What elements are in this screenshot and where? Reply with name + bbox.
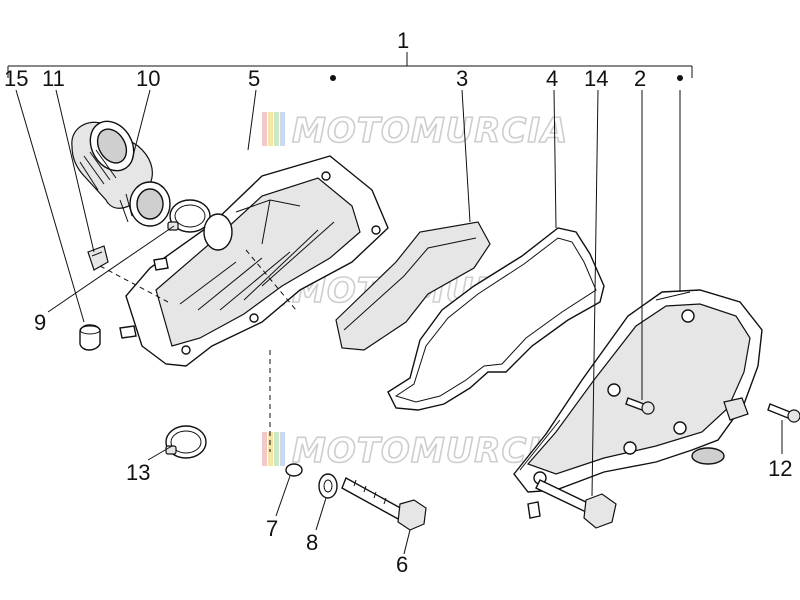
watermark-text: MOTOMURCIA <box>292 111 568 151</box>
hose-clamp-lower <box>165 425 207 459</box>
hex-bolt <box>341 477 427 531</box>
housing-gasket <box>387 227 605 411</box>
assembly-dot-left <box>330 75 336 81</box>
watermark-stripe-1 <box>262 432 267 466</box>
watermark-stripe-1 <box>262 112 267 146</box>
flat-washer <box>318 473 338 499</box>
intake-hose <box>71 120 171 227</box>
screw-right <box>767 403 800 423</box>
callout-14: 14 <box>584 66 608 91</box>
callout-7: 7 <box>266 516 278 541</box>
watermark-stripe-4 <box>280 112 285 146</box>
filter-housing <box>119 155 389 367</box>
watermark-stripe-4 <box>280 432 285 466</box>
housing-cover <box>513 289 763 493</box>
callout-labels: 1 2 3 4 5 6 7 8 9 10 11 12 13 14 15 <box>4 28 792 577</box>
hose-clamp-upper <box>167 199 211 233</box>
watermark-stripe-3 <box>274 112 279 146</box>
leader-lines <box>15 89 783 555</box>
callout-15: 15 <box>4 66 28 91</box>
assembly-dot-right <box>677 75 683 81</box>
watermark-top: MOTOMURCIA <box>262 110 568 152</box>
callout-9: 9 <box>34 310 46 335</box>
assembly-bracket <box>7 52 693 81</box>
callout-11: 11 <box>42 66 65 91</box>
o-ring-small <box>285 463 303 477</box>
callout-13: 13 <box>126 460 150 485</box>
callout-3: 3 <box>456 66 468 91</box>
assembly-guides <box>99 249 297 452</box>
callout-2: 2 <box>634 66 646 91</box>
callout-10: 10 <box>136 66 160 91</box>
watermark-stripe-2 <box>268 112 273 146</box>
filter-element <box>335 221 491 351</box>
callout-6: 6 <box>396 552 408 577</box>
retaining-clip <box>87 245 109 271</box>
screw-small <box>625 397 655 415</box>
watermark-stripe-3 <box>274 432 279 466</box>
rubber-cap <box>79 324 101 351</box>
callout-1: 1 <box>397 28 409 53</box>
callout-4: 4 <box>546 66 558 91</box>
drain-knob <box>527 479 617 529</box>
callout-8: 8 <box>306 530 318 555</box>
callout-5: 5 <box>248 66 260 91</box>
callout-12: 12 <box>768 456 792 481</box>
